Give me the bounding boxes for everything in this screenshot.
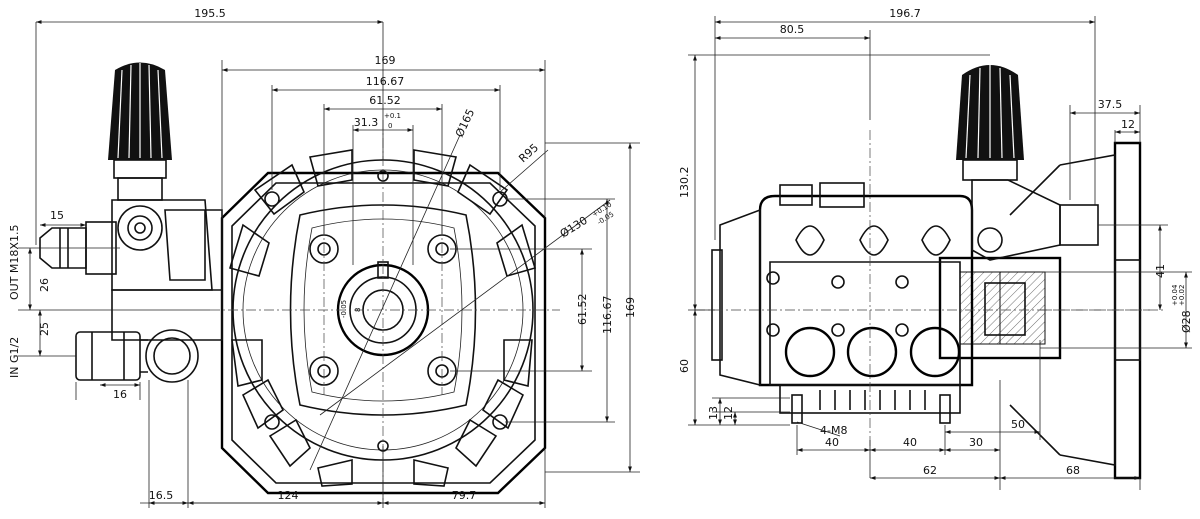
valve-plugs bbox=[766, 225, 951, 337]
dim-31-3: 31.3 bbox=[354, 116, 379, 129]
dim-16: 16 bbox=[113, 388, 127, 401]
dim-41: 41 bbox=[1154, 264, 1167, 278]
dim-61-52-top: 61.52 bbox=[369, 94, 401, 107]
dim-61-52-vert: 61.52 bbox=[576, 294, 589, 326]
housing-windows bbox=[228, 149, 537, 487]
dim-31-3-upper-tol: +0.1 bbox=[384, 112, 401, 120]
dim-116-67-top: 116.67 bbox=[366, 75, 405, 88]
dim-50: 50 bbox=[1011, 418, 1025, 431]
dim-30: 30 bbox=[969, 436, 983, 449]
dim-130-2: 130.2 bbox=[678, 167, 691, 199]
dim-dia-28-lower: +0.02 bbox=[1178, 285, 1186, 306]
dim-15: 15 bbox=[50, 209, 64, 222]
plunger-housings bbox=[784, 326, 961, 378]
bolt-plate bbox=[289, 204, 477, 416]
dim-key-8-tol: -0.05 bbox=[340, 300, 348, 318]
dim-r95: R95 bbox=[516, 141, 541, 165]
front-view: 195.5 169 116.67 61.52 31.3 +0.1 0 Ø165 … bbox=[8, 7, 640, 508]
dim-12-left: 12 bbox=[722, 406, 735, 420]
dim-31-3-lower-tol: 0 bbox=[388, 122, 392, 130]
side-view: 196.7 80.5 37.5 12 130.2 60 41 Ø28 +0.04 bbox=[678, 7, 1193, 490]
dim-62: 62 bbox=[923, 464, 937, 477]
dim-68: 68 bbox=[1066, 464, 1080, 477]
mount-holes: 4-M8 bbox=[820, 424, 847, 437]
dim-dia-28-upper: +0.04 bbox=[1171, 284, 1179, 306]
dim-196-7: 196.7 bbox=[889, 7, 921, 20]
dim-80-5: 80.5 bbox=[780, 23, 805, 36]
unloader-valve bbox=[108, 62, 213, 291]
dim-79-7: 79.7 bbox=[452, 489, 477, 502]
dim-12-top: 12 bbox=[1121, 118, 1135, 131]
dim-13: 13 bbox=[707, 406, 720, 420]
dim-dia-28: Ø28 bbox=[1180, 310, 1193, 333]
dim-26: 26 bbox=[38, 278, 51, 292]
housing-outline bbox=[220, 171, 547, 495]
dim-dia-130: Ø130 bbox=[558, 214, 590, 241]
dim-169-top: 169 bbox=[375, 54, 396, 67]
dim-116-67-vert: 116.67 bbox=[601, 296, 614, 335]
dim-40-right: 40 bbox=[903, 436, 917, 449]
dim-124: 124 bbox=[278, 489, 299, 502]
dim-60: 60 bbox=[678, 359, 691, 373]
dim-dia-165: Ø165 bbox=[453, 107, 477, 139]
mounting-flange bbox=[1113, 141, 1142, 480]
dim-16-5: 16.5 bbox=[149, 489, 174, 502]
inlet-label: IN G1/2 bbox=[8, 337, 21, 378]
dim-37-5: 37.5 bbox=[1098, 98, 1123, 111]
dim-40-left: 40 bbox=[825, 436, 839, 449]
outlet-label: OUT M18X1.5 bbox=[8, 225, 21, 300]
dim-key-8: 8 bbox=[354, 308, 362, 312]
dim-169-vert: 169 bbox=[624, 297, 637, 318]
inlet-fitting bbox=[75, 329, 199, 383]
dim-195-5: 195.5 bbox=[194, 7, 226, 20]
dim-25: 25 bbox=[38, 322, 51, 336]
